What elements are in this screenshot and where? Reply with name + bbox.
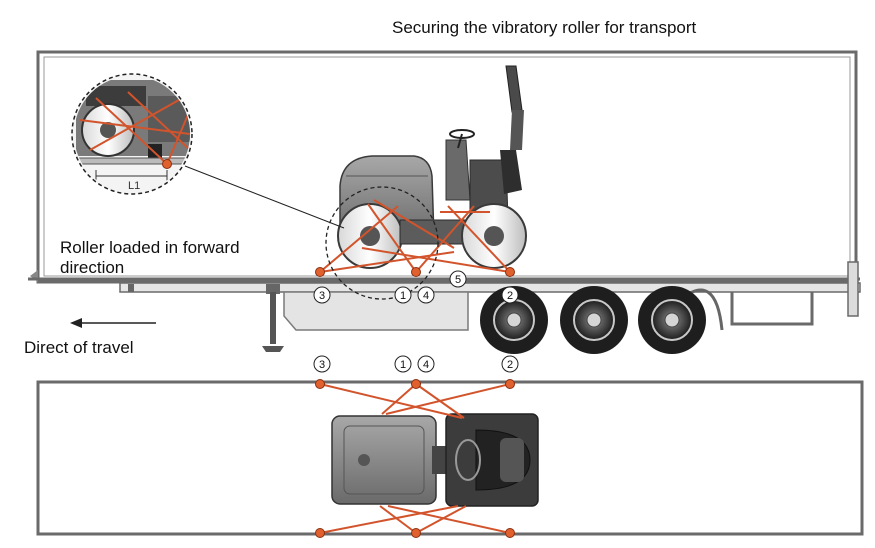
top-steering-wheel: [455, 439, 481, 481]
detail-inset: L1: [71, 73, 193, 195]
trailer-wheel-2: [560, 286, 628, 354]
roller-loaded-caption: Roller loaded in forward direction: [60, 238, 240, 278]
svg-text:5: 5: [455, 274, 461, 286]
diagram-title: Securing the vibratory roller for transp…: [392, 18, 697, 37]
trailer-wheel-1: [480, 286, 548, 354]
dimension-label-l1: L1: [128, 180, 140, 192]
steering-wheel: [449, 129, 475, 139]
roller-top-view: [331, 413, 539, 507]
svg-text:3: 3: [319, 359, 325, 371]
top-view-straps: [319, 383, 511, 534]
top-view-markers: 3 1 4 2: [313, 355, 519, 373]
trailer-chassis: [119, 282, 861, 293]
svg-text:2: 2: [507, 290, 513, 302]
direction-of-travel-label: Direct of travel: [24, 338, 134, 357]
storage-box: [283, 291, 469, 331]
marker-3-side: 3: [313, 286, 331, 304]
marker-3-top: 3: [313, 355, 331, 373]
marker-4-top: 4: [417, 355, 435, 373]
roller-top-engine: [331, 415, 437, 505]
direction-arrow: [70, 318, 156, 328]
trailer-wheels: [480, 286, 706, 354]
side-view-markers: 3 1 4 5 2: [313, 270, 519, 304]
svg-text:2: 2: [507, 359, 513, 371]
landing-gear-leg: [270, 292, 276, 344]
svg-text:1: 1: [400, 290, 406, 302]
marker-1-top: 1: [394, 355, 412, 373]
anchor-point: [505, 267, 515, 277]
roller-loaded-line2: direction: [60, 258, 125, 277]
side-view-anchors: [315, 267, 515, 277]
marker-1-side: 1: [394, 286, 412, 304]
marker-4-side: 4: [417, 286, 435, 304]
detail-leader-line: [184, 165, 345, 229]
svg-text:4: 4: [423, 359, 429, 371]
marker-2-top: 2: [501, 355, 519, 373]
svg-text:3: 3: [319, 290, 325, 302]
zoom-target-circle: [325, 186, 439, 300]
anchor-point: [411, 267, 421, 277]
top-view-anchors: [315, 379, 515, 538]
svg-text:4: 4: [423, 290, 429, 302]
anchor-point: [315, 267, 325, 277]
side-view-straps: [319, 199, 511, 273]
trailer-wheel-3: [638, 286, 706, 354]
roller-side-view: [337, 65, 527, 269]
roller-loaded-line1: Roller loaded in forward: [60, 238, 240, 257]
svg-text:1: 1: [400, 359, 406, 371]
marker-2-side: 2: [501, 286, 519, 304]
marker-5-side: 5: [449, 270, 467, 288]
